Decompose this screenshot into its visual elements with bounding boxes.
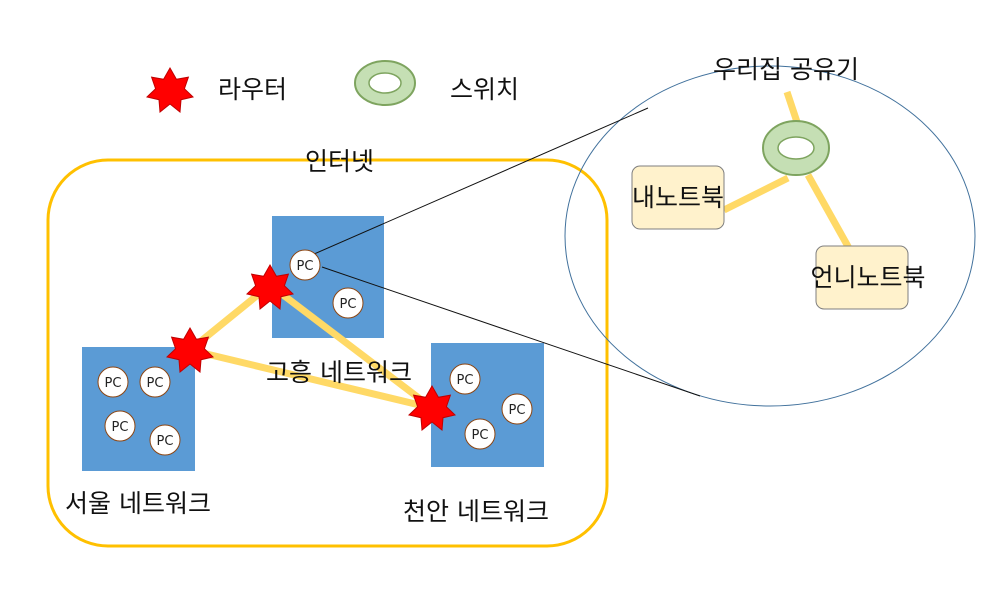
pc-label: PC [472, 428, 489, 443]
pc-label: PC [457, 373, 474, 388]
seoul-network-box [82, 347, 195, 471]
link-switch-sister-laptop [804, 173, 854, 252]
legend: 라우터 스위치 [145, 60, 519, 113]
link-switch-my-laptop [722, 174, 790, 214]
zoom-line-top [304, 107, 649, 259]
my-laptop-box [631, 165, 725, 230]
pc-label: PC [340, 297, 357, 312]
my-laptop-label: 내노트북 [632, 183, 724, 212]
pc-icon [139, 366, 171, 398]
sister-laptop-label: 언니노트북 [810, 263, 925, 292]
pc-label: PC [297, 259, 314, 274]
router-legend-icon [145, 66, 195, 113]
link-seoul-cheonan [189, 346, 433, 412]
internet-boundary [46, 158, 609, 548]
router-seoul-icon [165, 326, 215, 373]
pc-label: PC [157, 434, 174, 449]
router-cheonan-icon [407, 384, 457, 431]
pc-icon [104, 410, 136, 442]
link-router-stub [783, 90, 801, 124]
pc-label: PC [509, 403, 526, 418]
home-switch-hole [777, 136, 815, 160]
home-router-title: 우리집 공유기 [713, 55, 859, 84]
pc-label: PC [147, 376, 164, 391]
internet-label: 인터넷 [305, 147, 374, 176]
pc-icon [332, 287, 364, 319]
link-gohung-cheonan [267, 282, 435, 411]
pc-label: PC [112, 420, 129, 435]
router-legend-label: 라우터 [218, 75, 287, 104]
pc-icon [289, 249, 321, 281]
switch-legend-label: 스위치 [450, 75, 519, 104]
gohung-network-label: 고흥 네트워크 [266, 358, 412, 387]
pc-icon [449, 363, 481, 395]
pc-icon [149, 424, 181, 456]
gohung-network-box [272, 216, 384, 338]
pc-icon [97, 366, 129, 398]
router-gohung-icon [245, 263, 295, 310]
cheonan-network-label: 천안 네트워크 [403, 497, 549, 526]
pc-icon [464, 418, 496, 450]
zoom-line-bottom [321, 266, 701, 397]
home-network-ellipse [564, 65, 976, 407]
sister-laptop-box [815, 245, 909, 310]
pc-label: PC [105, 376, 122, 391]
switch-legend-hole [368, 72, 402, 94]
seoul-network-label: 서울 네트워크 [65, 489, 211, 518]
pc-icon [501, 393, 533, 425]
